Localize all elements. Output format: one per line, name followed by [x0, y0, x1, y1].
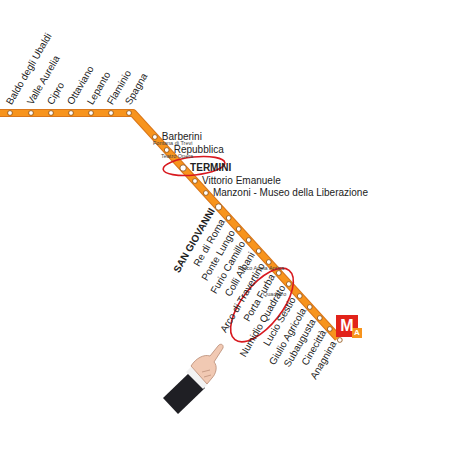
- pointing-hand: [163, 344, 223, 414]
- station-dot: [256, 249, 261, 254]
- station-dot: [215, 204, 221, 210]
- station-name: Vittorio Emanuele: [202, 176, 281, 186]
- station-dot: [276, 271, 281, 276]
- station-dot: [69, 111, 74, 116]
- station-dot: [8, 111, 13, 116]
- station-dot: [317, 316, 322, 321]
- station-dot: [236, 227, 241, 232]
- station-dot: [29, 111, 34, 116]
- station-dot: [203, 191, 208, 196]
- station-dot: [109, 111, 114, 116]
- station-dot: [152, 135, 157, 140]
- station-dot: [49, 111, 54, 116]
- station-dot: [327, 327, 332, 332]
- station-dot: [307, 305, 312, 310]
- station-dot: [180, 165, 186, 171]
- station-name: TERMINI: [190, 163, 231, 173]
- station-dot: [266, 260, 271, 265]
- station-dot: [193, 179, 198, 184]
- note-label: Teatro Opera: [161, 154, 193, 160]
- logo-letter: A: [352, 329, 362, 337]
- station-dot: [226, 216, 231, 221]
- station-dot: [89, 111, 94, 116]
- station-dot: [127, 111, 132, 116]
- station-dot: [337, 338, 342, 343]
- station-name: Manzoni - Museo della Liberazione: [213, 188, 368, 198]
- station-dot: [297, 294, 302, 299]
- station-dot: [246, 238, 251, 243]
- station-dot: [164, 148, 169, 153]
- station-dot: [286, 282, 291, 287]
- station-name: Cipro: [46, 81, 67, 107]
